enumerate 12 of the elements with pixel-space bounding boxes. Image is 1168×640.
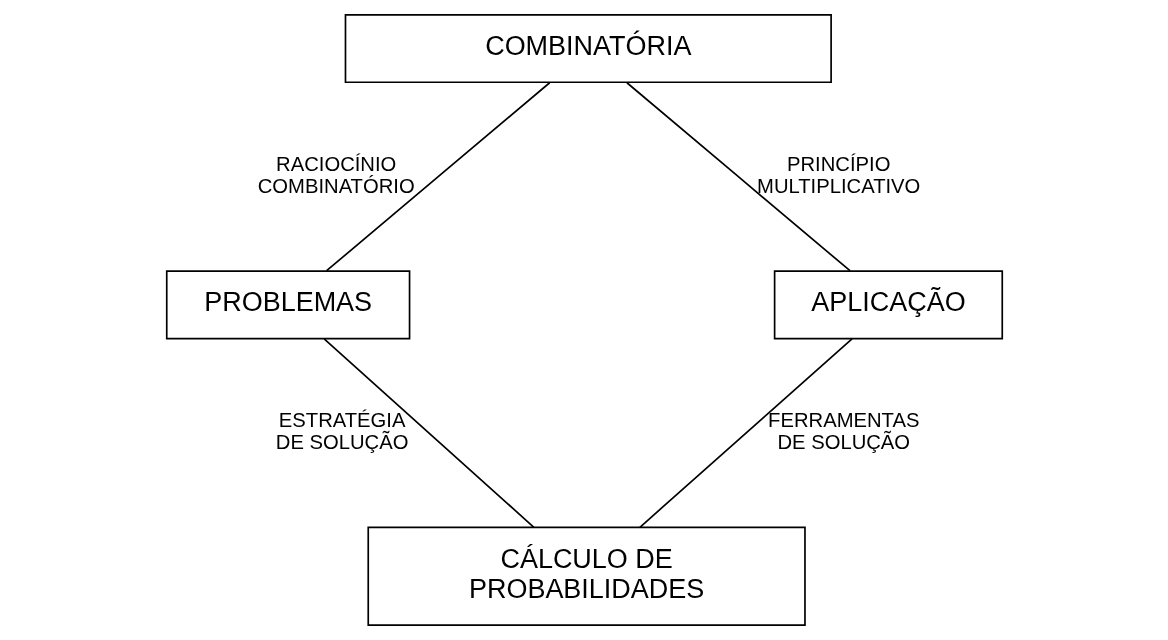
edge-label: PRINCÍPIO MULTIPLICATIVO [756, 152, 920, 197]
edge-label: FERRAMENTAS DE SOLUÇÃO [767, 409, 919, 454]
edge-label: ESTRATÉGIA DE SOLUÇÃO [275, 409, 408, 454]
connector [322, 338, 535, 529]
connector [638, 338, 853, 529]
edge-label: RACIOCÍNIO COMBINATÓRIO [257, 152, 415, 197]
node-box: COMBINATÓRIA [344, 13, 832, 84]
node-box: PROBLEMAS [165, 270, 410, 340]
node-box: CÁLCULO DE PROBABILIDADES [366, 526, 806, 627]
connector [325, 81, 550, 272]
connector [625, 81, 851, 272]
node-box: APLICAÇÃO [773, 270, 1003, 340]
